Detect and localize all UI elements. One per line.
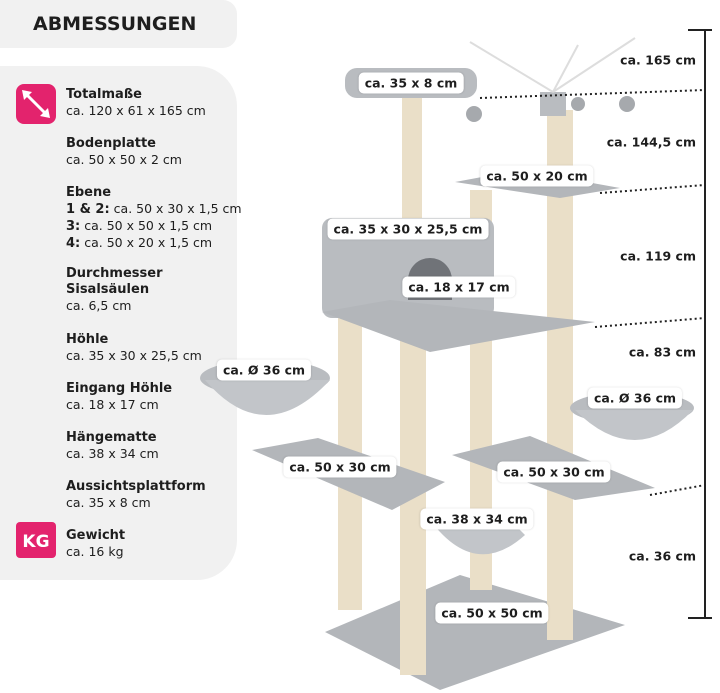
spec-levels: Ebene 1 & 2: ca. 50 x 30 x 1,5 cm 3: ca.…: [66, 185, 242, 251]
specs-panel: [0, 66, 237, 580]
height-83: ca. 83 cm: [628, 344, 696, 360]
label-basket-right: ca. Ø 36 cm: [587, 387, 683, 409]
height-36: ca. 36 cm: [628, 548, 696, 564]
label-level1: ca. 50 x 30 cm: [283, 456, 397, 478]
label-level2: ca. 50 x 30 cm: [497, 461, 611, 483]
height-165: ca. 165 cm: [620, 52, 696, 68]
label-cave: ca. 35 x 30 x 25,5 cm: [327, 218, 489, 240]
dimensions-arrow-icon: [16, 84, 56, 124]
label-basket-left: ca. Ø 36 cm: [216, 359, 312, 381]
label-base: ca. 50 x 50 cm: [435, 602, 549, 624]
label-entrance: ca. 18 x 17 cm: [402, 276, 516, 298]
weight-icon: KG: [16, 522, 56, 558]
label-level4: ca. 50 x 20 cm: [480, 165, 594, 187]
height-119: ca. 119 cm: [620, 248, 696, 264]
label-hammock: ca. 38 x 34 cm: [420, 508, 534, 530]
page-title: ABMESSUNGEN: [0, 0, 237, 48]
label-platform: ca. 35 x 8 cm: [358, 72, 464, 94]
height-144: ca. 144,5 cm: [606, 134, 696, 150]
